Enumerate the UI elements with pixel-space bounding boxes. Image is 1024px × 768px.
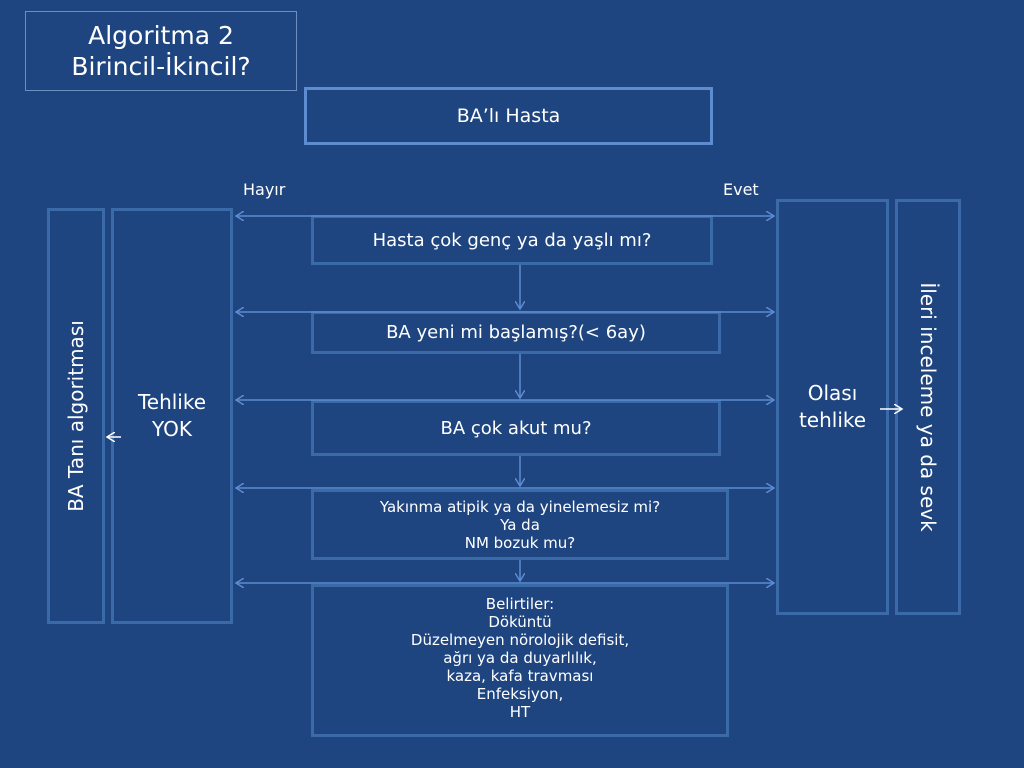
question-atypical-line-2: Ya da — [500, 515, 540, 534]
slide-title: Algoritma 2 Birincil-İkincil? — [25, 11, 297, 91]
title-line-1: Algoritma 2 — [88, 21, 234, 50]
yes-label: Evet — [723, 180, 759, 199]
symptoms-line-4: ağrı ya da duyarlılık, — [443, 649, 597, 667]
symptoms-line-7: HT — [509, 703, 531, 721]
symptoms-line-6: Enfeksiyon, — [476, 685, 564, 703]
no-danger-line-2: YOK — [152, 417, 192, 441]
no-danger-line-1: Tehlike — [137, 390, 207, 414]
question-atypical-line-3: NM bozuk mu? — [464, 533, 576, 552]
possible-danger-box: Olası tehlike — [776, 199, 889, 615]
no-danger-box: Tehlike YOK — [111, 208, 233, 624]
start-node: BA’lı Hasta — [304, 87, 713, 145]
possible-danger-line-2: tehlike — [798, 408, 867, 432]
symptoms-line-2: Döküntü — [488, 613, 552, 631]
symptoms-line-5: kaza, kafa travması — [446, 667, 594, 685]
symptoms-line-1: Belirtiler: — [485, 595, 555, 613]
possible-danger-line-1: Olası — [807, 381, 858, 405]
question-atypical-line-1: Yakınma atipik ya da yinelemesiz mi? — [379, 497, 661, 516]
diagnosis-algorithm-box — [47, 208, 105, 624]
no-label: Hayır — [243, 180, 286, 199]
title-line-2: Birincil-İkincil? — [71, 52, 251, 81]
symptoms-line-3: Düzelmeyen nörolojik defisit, — [410, 631, 630, 649]
